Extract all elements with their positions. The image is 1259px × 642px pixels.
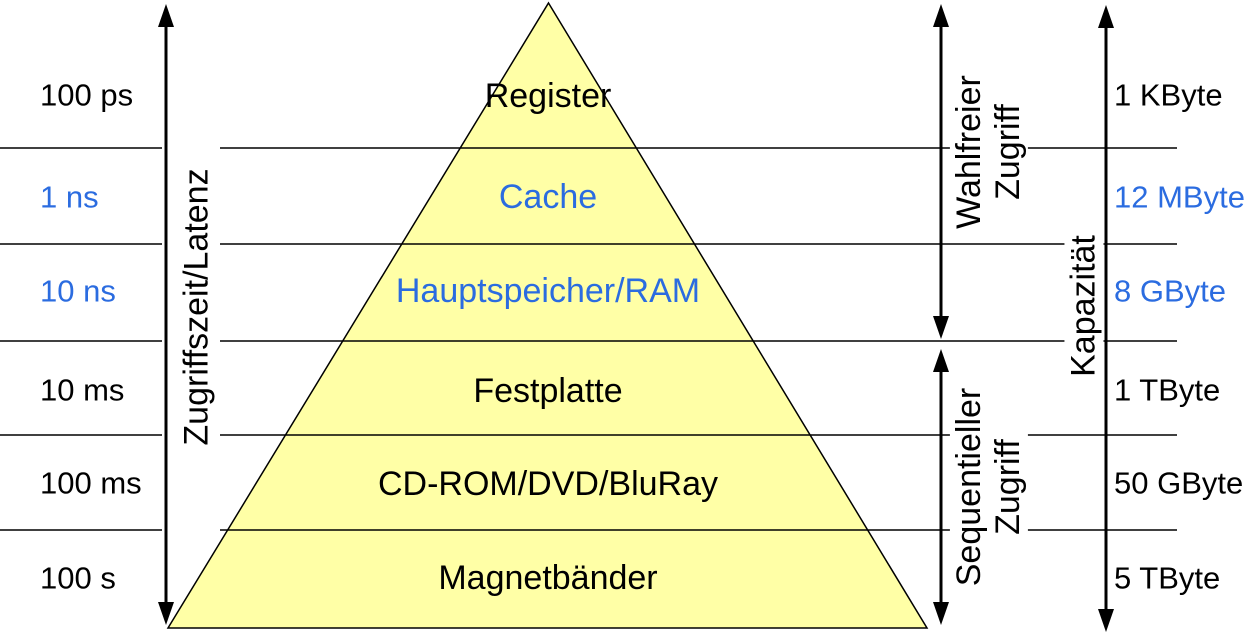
access-time-label: 1 ns [40, 179, 99, 215]
random-access-arrow [933, 4, 949, 339]
level-label: Register [484, 77, 612, 115]
access-time-label: 100 s [40, 560, 116, 596]
sequential-access-label-line2: Zugriff [989, 439, 1027, 535]
capacity-label: 50 GByte [1114, 465, 1244, 501]
pyramid-shape [166, 1, 929, 629]
capacity-axis-label: Kapazität [1064, 235, 1104, 377]
capacity-label: 8 GByte [1114, 273, 1226, 309]
sequential-access-arrow [933, 349, 949, 625]
level-label: Cache [498, 178, 598, 216]
capacity-label: 12 MByte [1114, 179, 1245, 215]
latency-axis-arrow [158, 4, 174, 625]
access-time-label: 100 ps [40, 77, 134, 113]
level-label: Magnetbänder [438, 559, 658, 597]
sequential-access-label-line1: Sequentieller [949, 387, 988, 587]
capacity-label: 5 TByte [1114, 560, 1221, 596]
level-label: Festplatte [473, 372, 623, 410]
level-label: CD-ROM/DVD/BluRay [377, 465, 719, 503]
random-access-label: Wahlfreier Zugriff [949, 75, 1029, 229]
latency-axis-label: Zugriffszeit/Latenz [177, 168, 217, 446]
random-access-label-line1: Wahlfreier [949, 75, 988, 229]
sequential-access-label: Sequentieller Zugriff [949, 387, 1029, 587]
level-label: Hauptspeicher/RAM [395, 272, 701, 310]
random-access-label-line2: Zugriff [989, 104, 1027, 200]
capacity-axis-arrow [1098, 5, 1114, 632]
access-time-label: 10 ms [40, 372, 125, 408]
capacity-label: 1 TByte [1114, 372, 1221, 408]
capacity-label: 1 KByte [1114, 77, 1223, 113]
access-time-label: 10 ns [40, 273, 116, 309]
access-time-label: 100 ms [40, 465, 142, 501]
